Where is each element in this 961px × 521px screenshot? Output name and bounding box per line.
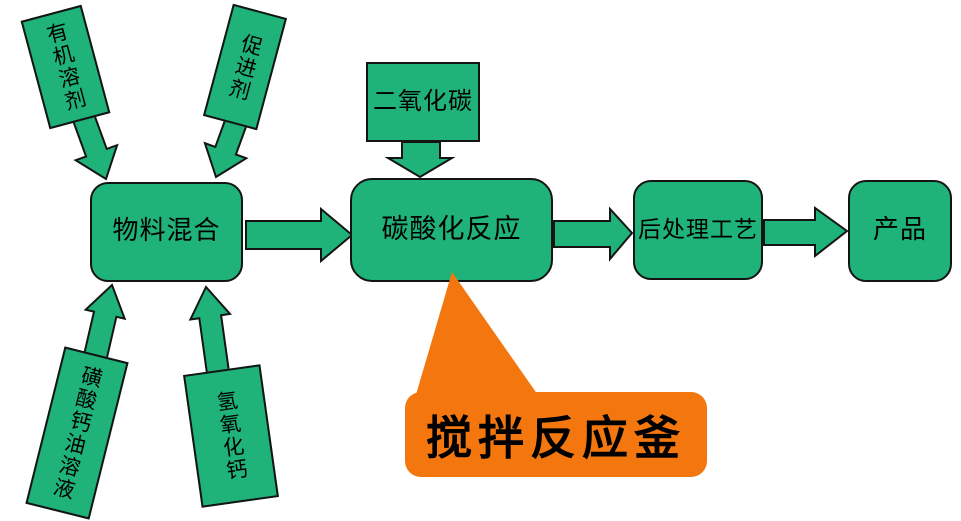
organic-solvent-label: 有机溶剂 [42,19,90,115]
flow-box-product: 产品 [848,180,952,282]
carbonation-reaction-label: 碳酸化反应 [381,214,522,246]
calcium-sulfonate-oil-solution-label: 磺酸钙油溶液 [48,363,106,503]
co2-label: 二氧化碳 [373,87,473,116]
callout-label: 搅拌反应釜 [426,410,686,465]
flow-box-post-treatment: 后处理工艺 [633,180,763,280]
flow-box-material-mixing: 物料混合 [90,182,243,282]
product-label: 产品 [872,215,927,246]
arrow-carbonation-to-post-treatment [553,206,634,262]
co2-box: 二氧化碳 [366,62,480,142]
arrow-calcium-hydroxide-to-mixing [188,285,232,374]
callout-stirred-reactor: 搅拌反应釜 [405,392,707,477]
flow-box-carbonation-reaction: 碳酸化反应 [350,178,553,282]
arrow-post-treatment-to-product [763,206,849,259]
arrow-mixing-to-carbonation [245,206,354,264]
post-treatment-label: 后处理工艺 [638,216,758,243]
promoter-label: 促进剂 [224,30,266,104]
arrow-co2-to-carbonation [384,141,456,179]
material-mixing-label: 物料混合 [112,216,221,247]
calcium-hydroxide-label: 氢氧化钙 [212,388,250,484]
